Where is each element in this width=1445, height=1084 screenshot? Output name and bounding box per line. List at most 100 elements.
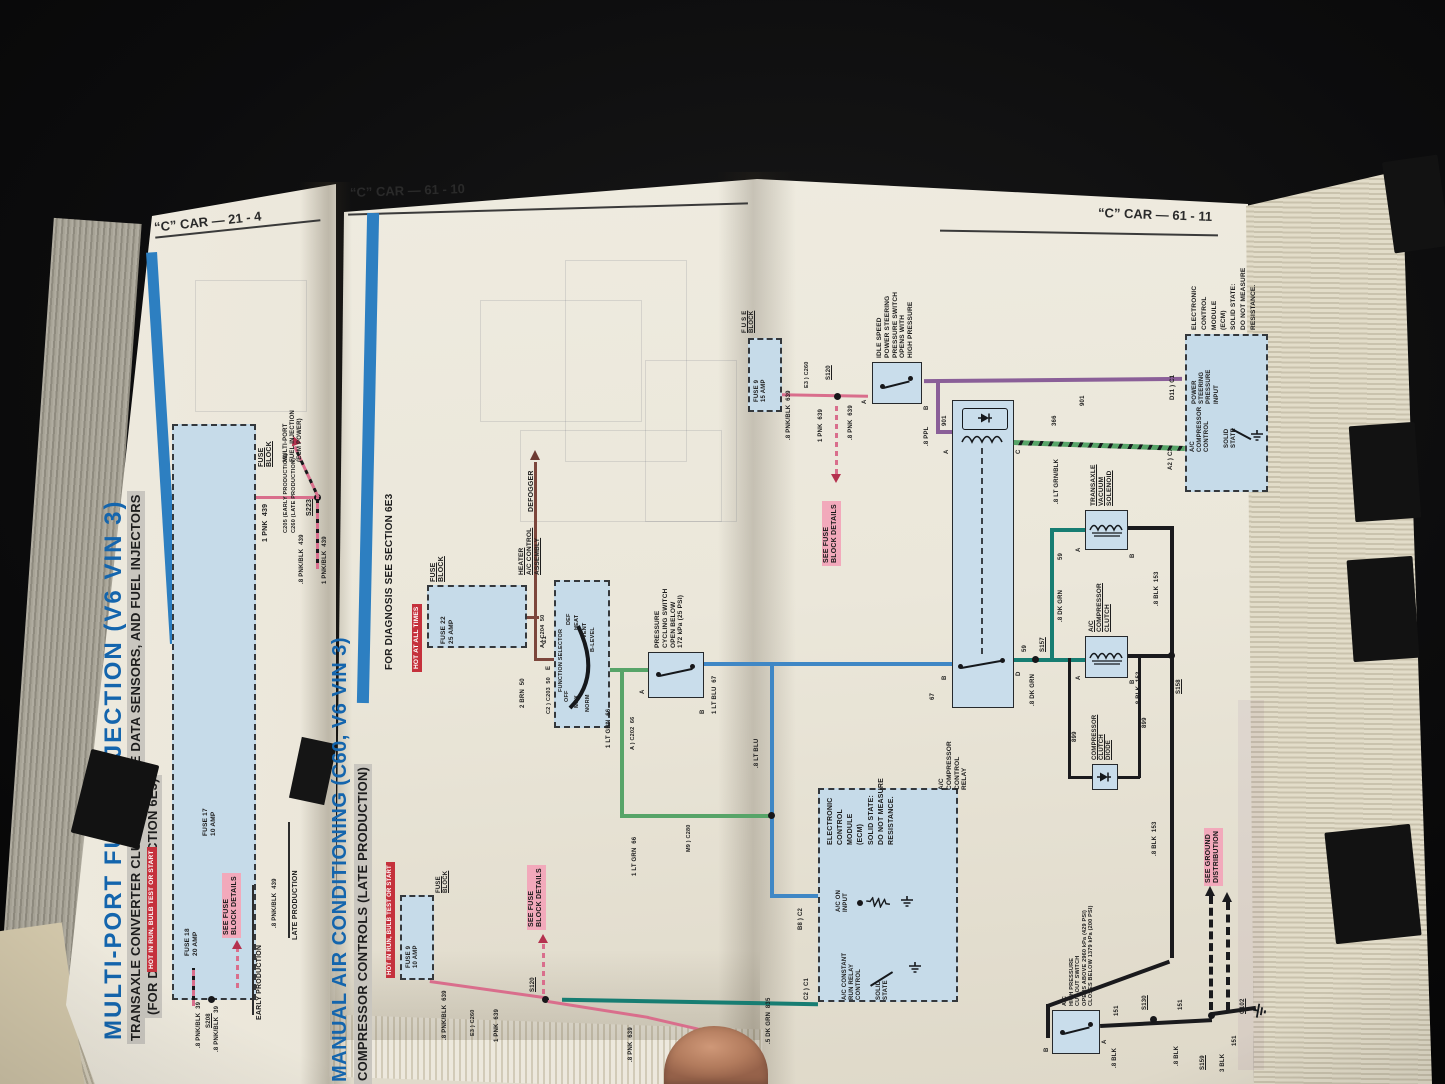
- diode-icon: [976, 412, 994, 424]
- wire-blk-v3: [1046, 1004, 1050, 1038]
- see-fuse-arrow-wire-61-11: [835, 402, 838, 474]
- wire-label-8blk-b: .8 BLK: [1174, 1045, 1180, 1066]
- arrowhead-ground-2: [1222, 892, 1232, 902]
- wire-ltblu-branch-h: [770, 894, 818, 898]
- ac-compressor-control-relay-box: [952, 400, 1014, 708]
- pin-e-label: E: [546, 665, 552, 670]
- wire-label-899b: 899: [1142, 717, 1148, 728]
- selector-heat: HEAT: [574, 614, 580, 630]
- ecm-box-61-10: [818, 788, 958, 1002]
- pin-c1-label: C1: [542, 635, 548, 644]
- diode-loop-bottom2: [1118, 776, 1140, 779]
- pin-b8-c2-label: B8 ) C2: [798, 907, 804, 930]
- wire-label-899a: 899: [1072, 731, 1078, 742]
- splice-s120-61-11: [834, 393, 841, 400]
- wire-dkgrn-v: [1050, 530, 1054, 660]
- clutch-label: A/C COMPRESSOR CLUTCH: [1088, 583, 1111, 632]
- wire-ltgrn-v: [620, 670, 624, 818]
- solid-state-label-61-10: SOLID STATE: [876, 980, 890, 1000]
- selector-arc-icon: [562, 618, 598, 713]
- brace-early: [252, 885, 254, 1015]
- fuse-18-label: FUSE 18 20 AMP: [184, 928, 199, 956]
- wire-label-153c: .8 BLK 153: [1152, 821, 1158, 856]
- print-through-ghost: [645, 360, 737, 522]
- diode-icon: [1095, 771, 1113, 783]
- ground-dist-dash-2: [1226, 902, 1230, 1010]
- splice-s159-label: S159: [1200, 1055, 1206, 1070]
- fuse-block-box-21-4: [172, 424, 256, 1000]
- splice-s159: [1208, 1012, 1215, 1019]
- print-through-ghost: [195, 280, 307, 412]
- fuse-17-label: FUSE 17 10 AMP: [202, 808, 217, 836]
- see-fuse-arrow-wire-61-10: [542, 942, 545, 994]
- ac-on-input-label: A/C ON INPUT: [836, 889, 850, 912]
- relay-divider: [981, 448, 983, 654]
- ground-icon: [1252, 1002, 1269, 1020]
- splice-s208-label: S208: [206, 1013, 212, 1028]
- wire-label-151a: 151: [1114, 1005, 1120, 1016]
- destination-mpfi-ecm-power: MULTI-PORT FUEL INJECTION (ECM POWER): [283, 409, 304, 462]
- selector-norm: NORM: [585, 694, 591, 712]
- splice-s158-label: S158: [1176, 679, 1182, 694]
- wire-label-5dkgrn-835: .5 DK GRN 835: [766, 997, 772, 1044]
- selector-blevel: B-LEVEL: [590, 627, 596, 652]
- ecm-label-61-10: ELECTRONIC CONTROL MODULE (ECM) SOLID ST…: [827, 778, 895, 845]
- wire-label-1pnk-639-61-11: 1 PNK 639: [818, 408, 824, 442]
- wire-label-151b: 151: [1178, 999, 1184, 1010]
- early-production-label: EARLY PRODUCTION: [256, 944, 263, 1020]
- wire-label-39a: .8 PNK/BLK 39: [196, 1001, 202, 1048]
- relay-contact: [958, 664, 963, 669]
- wire-ppl-branch-v: [936, 380, 940, 432]
- solenoid-pin-b: B: [1130, 553, 1136, 558]
- ground-dist-dash-1: [1209, 896, 1213, 1010]
- clutch-pin-a: A: [1076, 675, 1082, 680]
- hps-pin-b: B: [1044, 1047, 1050, 1052]
- fuse-block-box-61-10-bottom: [400, 895, 434, 980]
- wire-label-1pnk-639-61-10: 1 PNK 639: [494, 1008, 500, 1042]
- relay-coil-icon: [960, 430, 1008, 448]
- connector-c205-early: C205 (EARLY PRODUCTION): [283, 453, 289, 533]
- selector-vent: VENT: [582, 622, 588, 638]
- wire-ltblu-branch-v: [770, 664, 774, 898]
- ac-constant-run-label: A/C CONSTANT RUN RELAY CONTROL: [842, 952, 863, 1000]
- wire-dkgrn-h: [1014, 658, 1086, 662]
- arrowhead-see-fuse-61-10: [538, 934, 548, 943]
- defogger-label: DEFOGGER: [528, 470, 535, 512]
- hot-at-all-times-badge: HOT AT ALL TIMES: [412, 603, 422, 672]
- diagram-subtitle-61-10: COMPRESSOR CONTROLS (LATE PRODUCTION): [354, 763, 372, 1084]
- connector-e3-c260-61-11: E3 ) C260: [804, 361, 810, 388]
- pcs-pin-a: A: [640, 689, 646, 694]
- see-fuse-block-details-badge-21-4: SEE FUSE BLOCK DETAILS: [222, 873, 241, 938]
- page-edge-tab: [1346, 555, 1420, 663]
- wire-brn-toheater: [534, 658, 554, 661]
- print-through-ghost: [520, 430, 722, 522]
- pcs-contact: [690, 664, 695, 669]
- wire-label-901c: 901: [1080, 395, 1086, 406]
- splice-s157-label: S157: [1040, 637, 1046, 652]
- wire-label-8pnk-639-61-10: .8 PNK 639: [628, 1027, 634, 1062]
- wire-ppl-branch-h: [936, 430, 954, 434]
- wire-label-67: 67: [930, 692, 936, 700]
- wire-dkgrn-tosolenoid: [1050, 528, 1085, 532]
- relay-diode-loop: [962, 408, 1008, 430]
- wire-label-1pnkblk-439: 1 PNK/BLK 439: [322, 536, 328, 584]
- wire-label-dkgrn-b: .8 DK GRN: [1058, 589, 1064, 622]
- junction-green-blue: [768, 812, 775, 819]
- pcs-pin-b: B: [700, 709, 706, 714]
- splice-s158: [1168, 652, 1175, 659]
- wire-label-153a: .8 BLK 153: [1154, 571, 1160, 606]
- fuse-22-label: FUSE 22 25 AMP: [440, 616, 455, 644]
- ecm-box-61-11: [1185, 334, 1268, 492]
- diode-loop-bottom1: [1068, 776, 1092, 779]
- coil-icon: [1088, 648, 1126, 666]
- relay-pin-c: C: [1016, 449, 1022, 454]
- splice-s130-label: S130: [1142, 995, 1148, 1010]
- wire-label-8blk-a: .8 BLK: [1112, 1047, 1118, 1068]
- wire-label-ltgrn-a: 1 LT GRN 66: [606, 708, 612, 748]
- wire-label-59a: 59: [1022, 644, 1028, 652]
- pin-a2-c2-label: A2 ) C2: [1168, 447, 1174, 470]
- wire-pnkblk-39: [192, 968, 195, 1006]
- wire-label-8pnk-639-61-11: .8 PNK 639: [848, 405, 854, 440]
- fuse-9-label-61-11: FUSE 9 15 AMP: [754, 379, 768, 402]
- ground-icon: [900, 896, 914, 908]
